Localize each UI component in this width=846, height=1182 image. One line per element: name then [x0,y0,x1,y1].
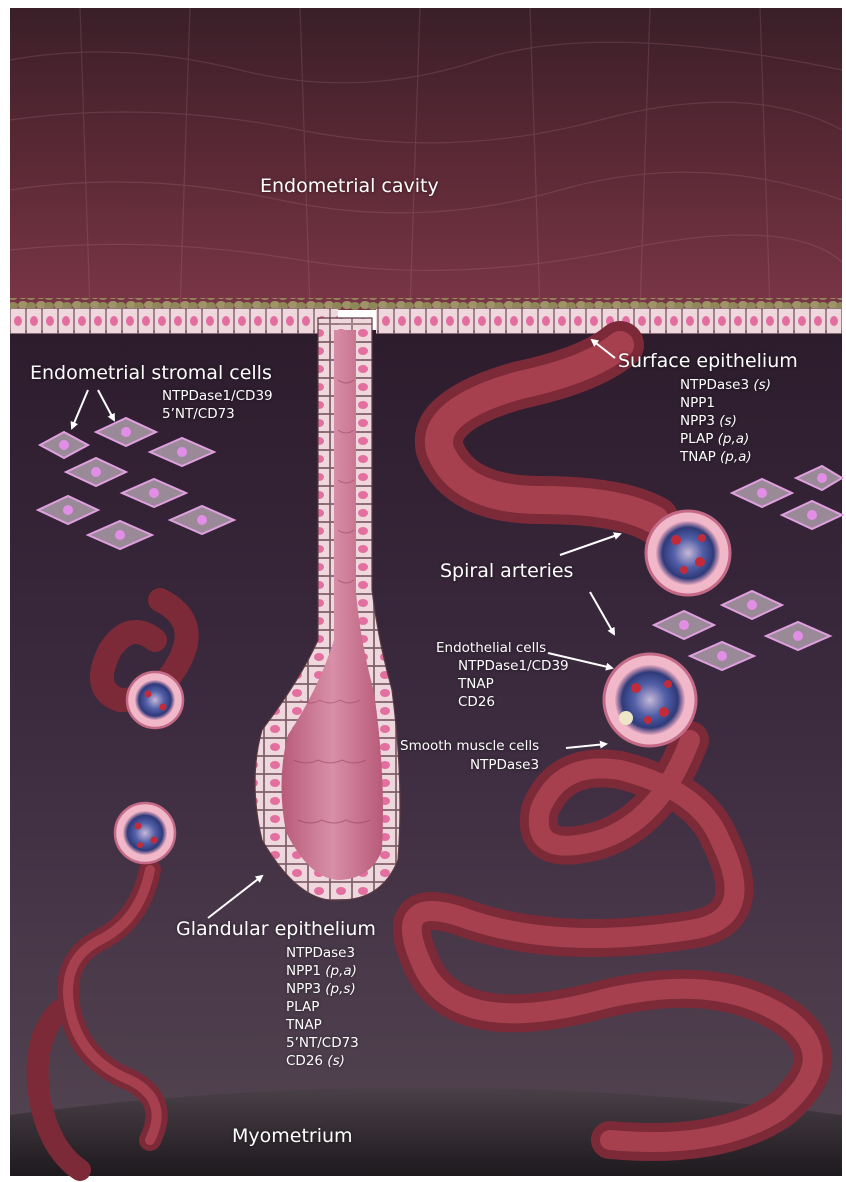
endothelial-marker: TNAP [458,675,569,693]
surface-epithelium-left [10,308,338,334]
endothelial-marker: CD26 [458,693,569,711]
surface-marker: PLAP (p,a) [680,430,771,448]
glandular-marker: PLAP [286,998,359,1016]
vessel-section-upper-right [646,511,730,595]
glandular-marker: NPP1 (p,a) [286,962,359,980]
glandular-marker: 5’NT/CD73 [286,1034,359,1052]
label-smooth-muscle-title: Smooth muscle cells [400,738,539,754]
glandular-marker: NTPDase3 [286,944,359,962]
vessel-section-lower-right [604,654,696,746]
surface-marker: TNAP (p,a) [680,448,771,466]
endothelial-marker: NTPDase1/CD39 [458,657,569,675]
vessel-section-left-top [127,672,183,728]
stromal-markers: NTPDase1/CD39 5’NT/CD73 [162,387,273,423]
surface-marker: NPP3 (s) [680,412,771,430]
stromal-marker: 5’NT/CD73 [162,405,273,423]
surface-marker: NPP1 [680,394,771,412]
endothelial-markers: NTPDase1/CD39 TNAP CD26 [458,657,569,711]
surface-marker: NTPDase3 (s) [680,376,771,394]
vessel-section-left-bottom [115,803,175,863]
smooth-muscle-markers: NTPDase3 [470,756,539,774]
smooth-muscle-marker: NTPDase3 [470,756,539,774]
label-stromal-title: Endometrial stromal cells [30,362,272,385]
label-endometrial-cavity: Endometrial cavity [260,175,439,198]
label-spiral-arteries: Spiral arteries [440,560,573,583]
glandular-marker: NPP3 (p,s) [286,980,359,998]
glandular-marker: TNAP [286,1016,359,1034]
label-glandular-title: Glandular epithelium [176,918,376,941]
label-surface-title: Surface epithelium [618,350,798,373]
stromal-marker: NTPDase1/CD39 [162,387,273,405]
glandular-markers: NTPDase3 NPP1 (p,a) NPP3 (p,s) PLAP TNAP… [286,944,359,1071]
label-endothelial-title: Endothelial cells [436,640,546,656]
label-myometrium: Myometrium [232,1125,353,1148]
surface-markers: NTPDase3 (s) NPP1 NPP3 (s) PLAP (p,a) TN… [680,376,771,466]
glandular-marker: CD26 (s) [286,1052,359,1070]
